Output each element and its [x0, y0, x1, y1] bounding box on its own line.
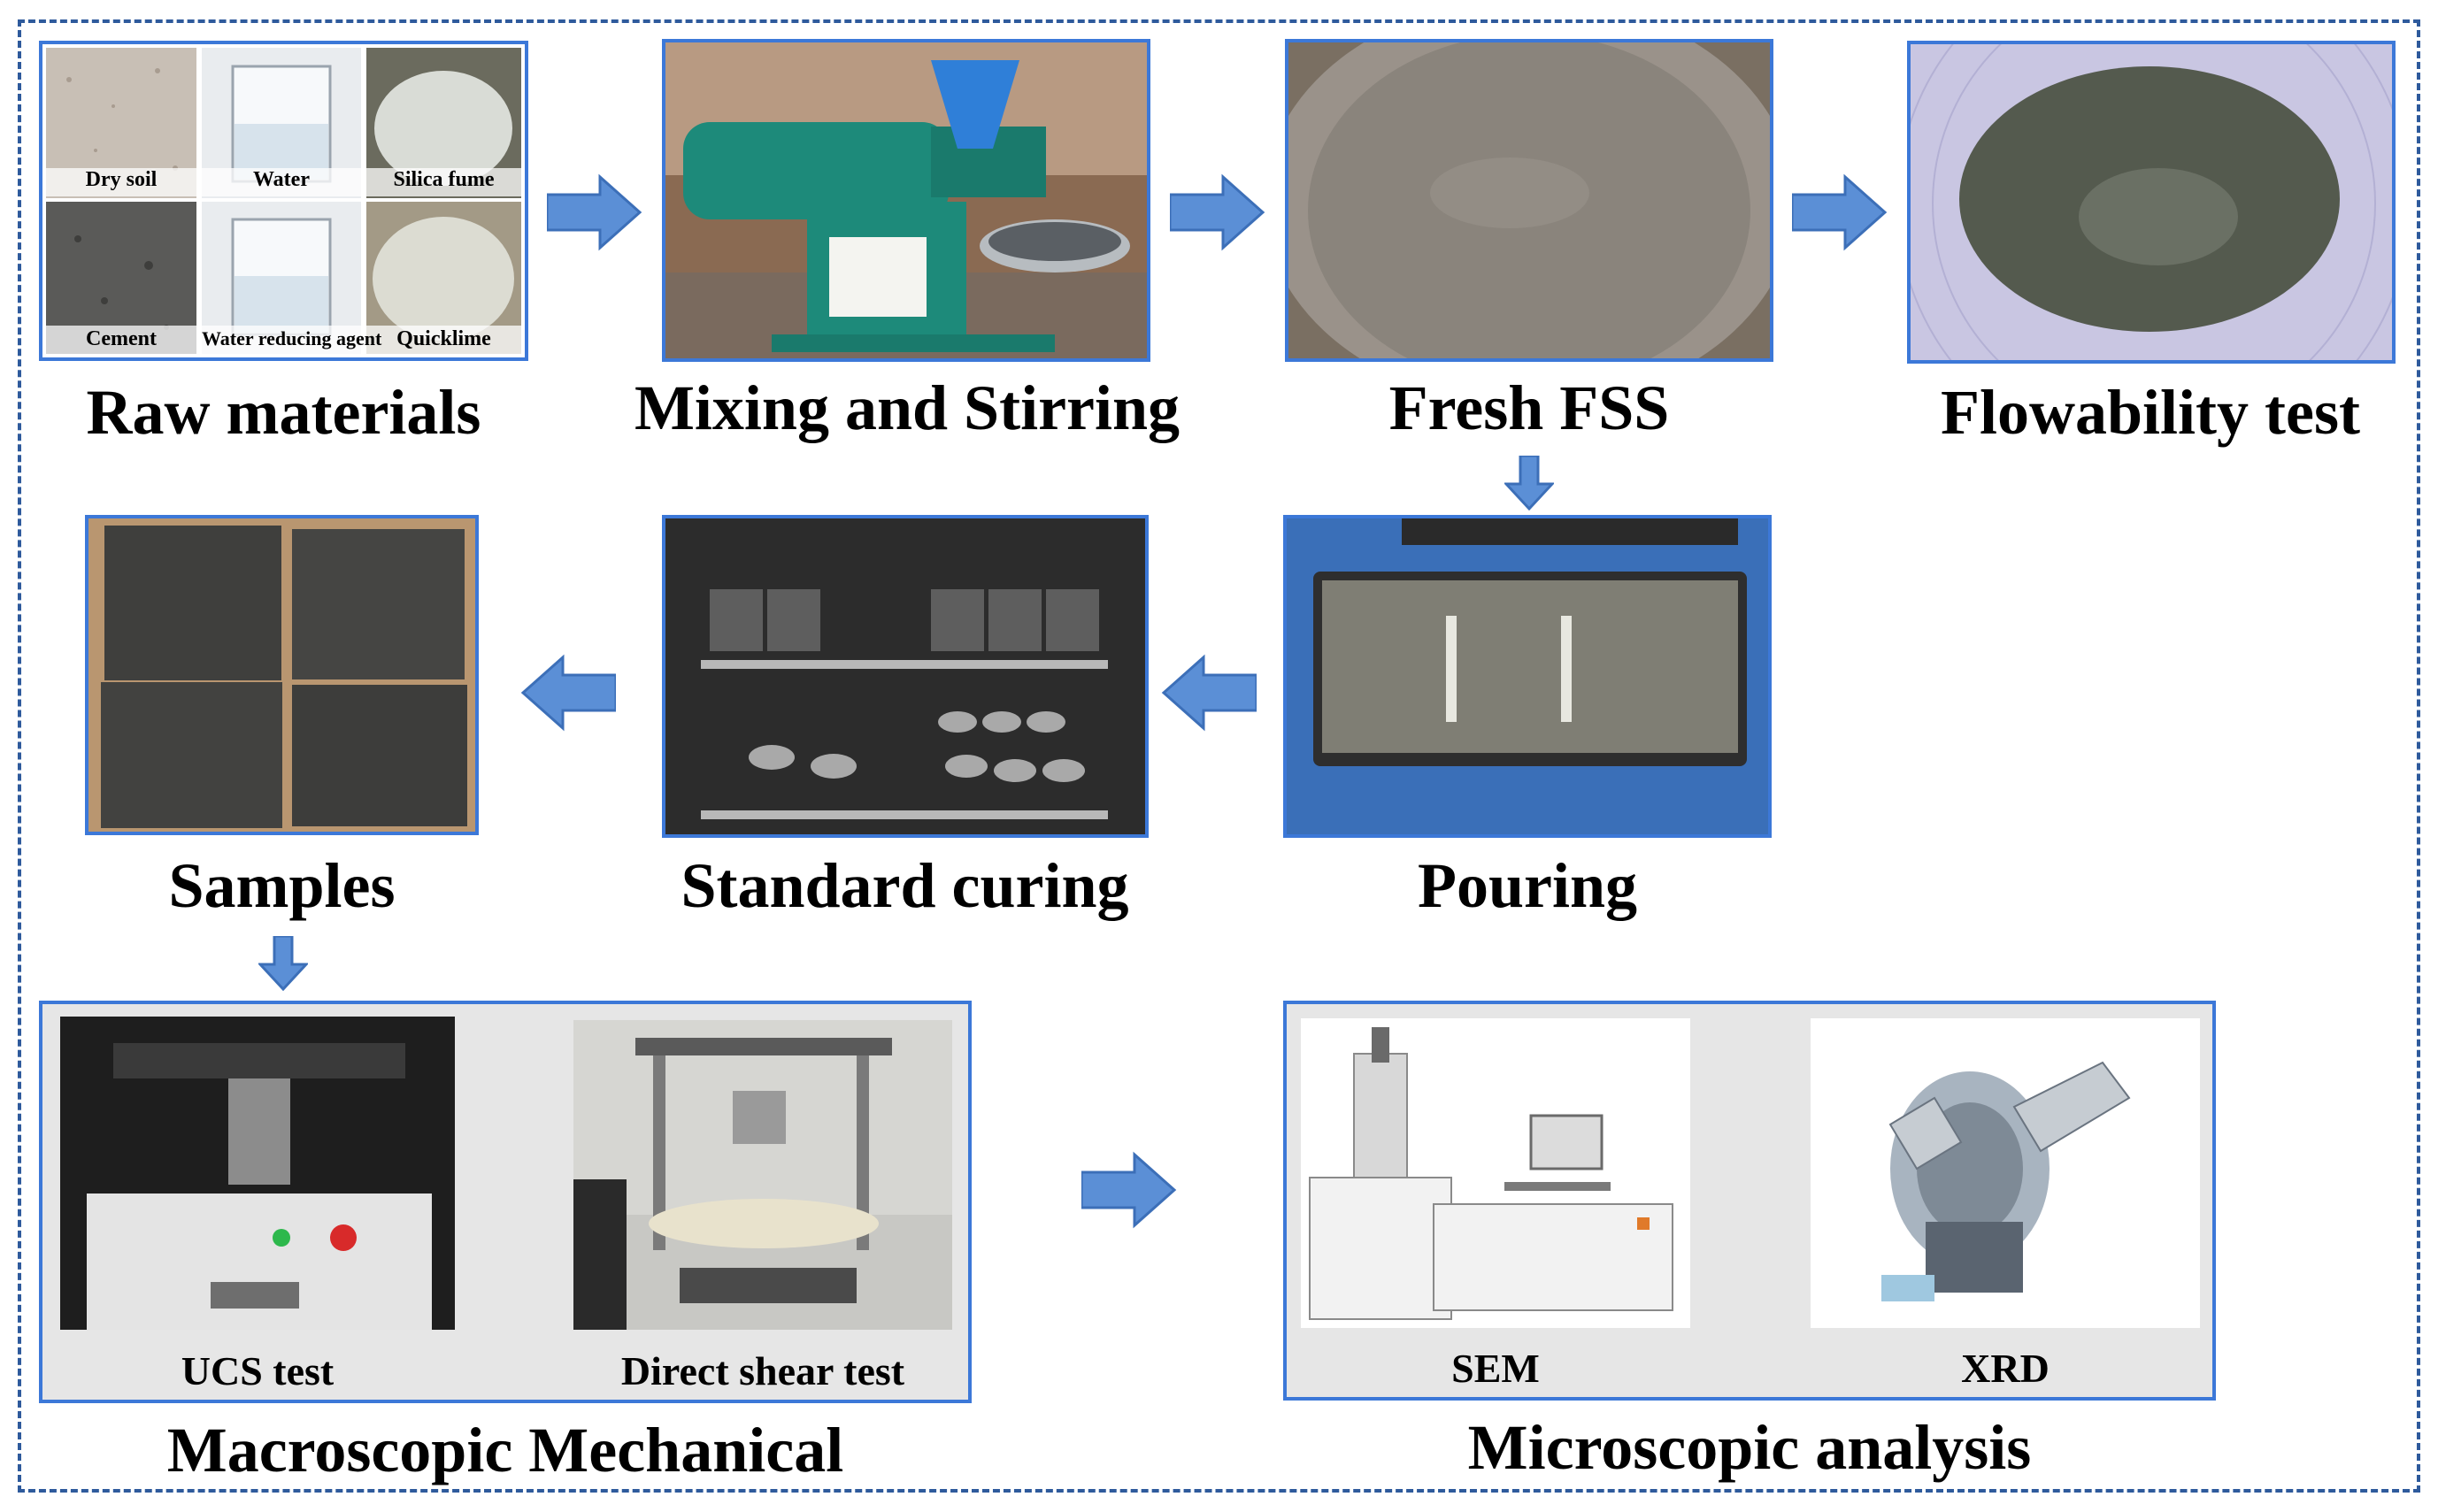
fresh-fss-image: [1285, 39, 1773, 362]
arrow-right-icon: [1792, 173, 1889, 252]
flowability-test-image: [1907, 41, 2396, 364]
arrow-down-icon: [1504, 456, 1554, 510]
tile-label-quicklime: Quicklime: [396, 327, 491, 350]
arrow-right-icon: [547, 173, 644, 252]
arrow-left-icon: [1159, 653, 1257, 733]
tile-label-cement: Cement: [86, 327, 157, 350]
sem-label: SEM: [1451, 1346, 1540, 1391]
ucs-test-image: [60, 1017, 455, 1330]
raw-materials-image: Dry soil Water Silica fume Cement Water …: [39, 41, 528, 361]
flowability-title: Flowability test: [1941, 377, 2360, 448]
diagram-frame: [18, 19, 2420, 1493]
tile-label-dry-soil: Dry soil: [85, 168, 158, 191]
raw-materials-grid: [46, 48, 521, 354]
standard-curing-image: [662, 515, 1149, 838]
raw-materials-title: Raw materials: [86, 377, 481, 448]
sem-image: [1301, 1018, 1690, 1328]
microscopic-panel: SEM XRD: [1283, 1001, 2216, 1401]
pouring-title: Pouring: [1417, 850, 1638, 921]
pouring-image: [1283, 515, 1772, 838]
standard-curing-title: Standard curing: [681, 850, 1129, 921]
macroscopic-panel: UCS test Direct shear test: [39, 1001, 972, 1403]
samples-title: Samples: [168, 850, 396, 921]
fresh-fss-title: Fresh FSS: [1388, 372, 1670, 443]
microscopic-title: Microscopic analysis: [1467, 1412, 2032, 1483]
tile-label-silica-fume: Silica fume: [393, 168, 495, 191]
mixing-title: Mixing and Stirring: [634, 372, 1181, 443]
xrd-image: [1811, 1018, 2200, 1328]
tile-label-water-reducing-agent: Water reducing agent: [202, 327, 382, 349]
xrd-label: XRD: [1961, 1346, 2050, 1391]
arrow-right-icon: [1081, 1150, 1179, 1230]
macroscopic-title: Macroscopic Mechanical: [166, 1415, 844, 1485]
ucs-test-label: UCS test: [181, 1348, 335, 1393]
direct-shear-test-label: Direct shear test: [620, 1348, 905, 1393]
tile-label-water: Water: [253, 168, 310, 191]
arrow-right-icon: [1170, 173, 1267, 252]
mixing-machine-image: [662, 39, 1150, 362]
arrow-left-icon: [519, 653, 616, 733]
arrow-down-icon: [258, 936, 308, 991]
samples-image: [85, 515, 479, 835]
direct-shear-test-image: [573, 1020, 952, 1330]
